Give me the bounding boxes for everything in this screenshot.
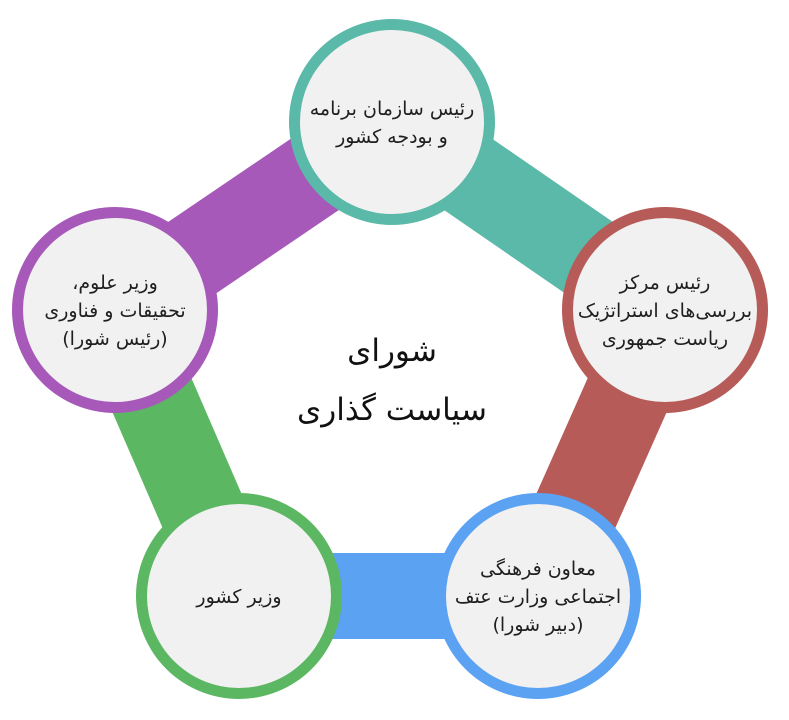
node-face [23, 218, 207, 402]
node-label-line: ریاست جمهوری [602, 328, 728, 350]
node-layer: رئیس سازمان برنامه و بودجه کشور رئیس مرکز ب… [12, 19, 768, 699]
node-label-line: وزیر کشور [195, 586, 281, 608]
node-label-line: (دبیر شورا) [492, 614, 583, 636]
node-label-line: اجتماعی وزارت عتف [455, 586, 621, 608]
node-face [573, 218, 757, 402]
node-label-line: معاون فرهنگی [480, 557, 596, 580]
node-culture-deputy: معاون فرهنگی اجتماعی وزارت عتف (دبیر شورا) [435, 493, 641, 699]
node-interior-minister: وزیر کشور [136, 493, 342, 699]
node-strategic-research: رئیس مرکز بررسی‌های استراتژیک ریاست جمهوری [562, 207, 768, 413]
node-face [300, 30, 484, 214]
node-label-line: و بودجه کشور [335, 126, 448, 148]
node-label-line: تحقیقات و فناوری [44, 300, 185, 322]
node-face [147, 504, 331, 688]
node-face [446, 504, 630, 688]
node-label-line: (رئیس شورا) [62, 328, 167, 350]
center-title-line-1: شورای [347, 333, 437, 369]
center-label: شورای سیاست گذاری [297, 333, 487, 428]
node-label-line: رئیس مرکز [619, 272, 711, 294]
node-label-line: وزیر علوم، [72, 272, 158, 294]
node-label-line: رئیس سازمان برنامه [310, 98, 475, 120]
node-label-line: بررسی‌های استراتژیک [578, 300, 752, 322]
node-science-minister: وزیر علوم، تحقیقات و فناوری (رئیس شورا) [12, 207, 218, 413]
node-plan-budget: رئیس سازمان برنامه و بودجه کشور [289, 19, 495, 225]
center-title-line-2: سیاست گذاری [297, 392, 487, 428]
